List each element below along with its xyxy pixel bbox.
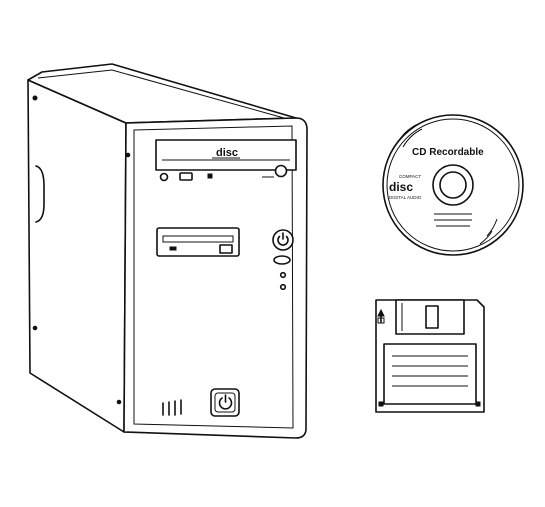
- power-button[interactable]: [272, 229, 294, 251]
- side-vent-icon: [35, 165, 45, 223]
- floppy-hole-icon: [475, 401, 481, 407]
- tower-top-panel: [27, 63, 297, 124]
- power-led: [279, 271, 287, 279]
- cd-outer-edge: [382, 114, 524, 256]
- floppy-eject-button[interactable]: [219, 244, 233, 254]
- drive-activity-slot: [179, 172, 193, 181]
- optical-drive: disc: [155, 139, 297, 171]
- side-screw-icon: [116, 399, 122, 405]
- cd-logo-word: disc: [389, 180, 413, 194]
- tower-side-panel: [27, 79, 127, 433]
- drive-eject-knob[interactable]: [274, 164, 288, 178]
- drive-eject-button[interactable]: [159, 172, 169, 182]
- cd-label: CD Recordable: [412, 147, 484, 158]
- side-screw-icon: [32, 325, 38, 331]
- power-icon: [218, 397, 233, 410]
- floppy-hole-icon: [378, 401, 384, 407]
- tower-front-panel: [123, 117, 308, 439]
- front-vent-icon: [162, 399, 182, 416]
- power-icon: [277, 235, 289, 246]
- cd-logo-bottom: DIGITAL AUDIO: [389, 195, 422, 200]
- floppy-drive: [156, 227, 240, 257]
- drive-disc-logo: disc: [216, 147, 238, 159]
- floppy-disk: [375, 299, 485, 413]
- hdd-led: [279, 283, 287, 291]
- computer-tower: disc: [27, 63, 308, 439]
- cd-center-hole: [439, 171, 467, 199]
- floppy-label: [383, 343, 477, 405]
- cd-disc: CD Recordable COMPACT disc DIGITAL AUDIO: [382, 114, 524, 256]
- side-screw-icon: [125, 152, 131, 158]
- side-screw-icon: [32, 95, 38, 101]
- cd-logo-top: COMPACT: [399, 174, 421, 179]
- drive-led: [207, 173, 213, 179]
- reset-button[interactable]: [273, 255, 291, 265]
- cd-hub-ring: [432, 164, 474, 206]
- front-power-badge: [210, 388, 240, 417]
